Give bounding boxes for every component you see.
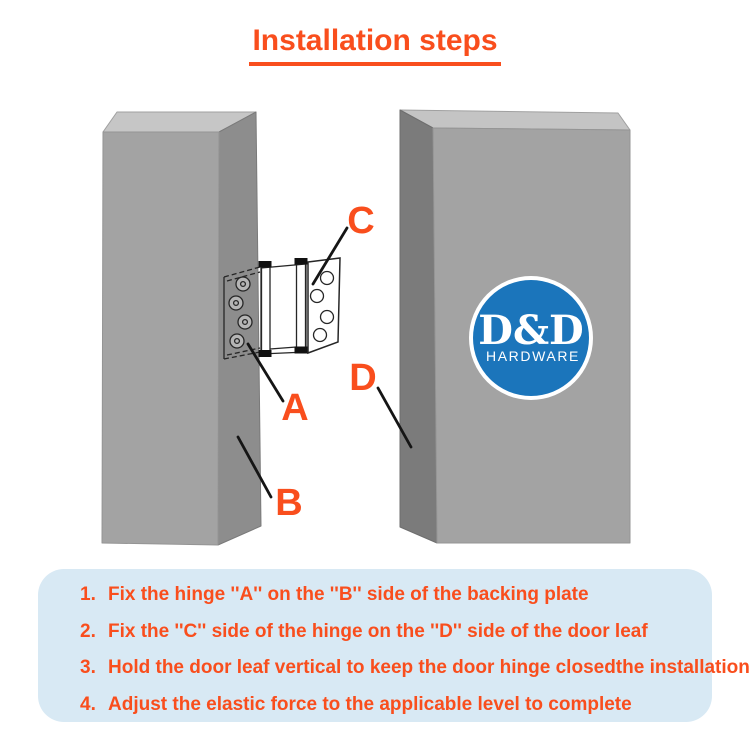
screw-hole-center xyxy=(239,280,247,288)
logo-text: D&D xyxy=(478,307,584,354)
left-block-front-face xyxy=(101,131,220,546)
label-b: B xyxy=(275,482,302,524)
knuckle-cap xyxy=(294,258,308,265)
screw-hole-center xyxy=(233,337,241,345)
screw-holes-left xyxy=(228,276,253,349)
step-text: Adjust the elastic force to the applicab… xyxy=(108,693,632,715)
logo-blue-disc xyxy=(473,280,589,396)
barrel-body xyxy=(260,263,307,355)
step-item-1: 1. Fix the hinge ''A'' on the ''B'' side… xyxy=(80,583,698,607)
leader-line-d xyxy=(376,386,413,449)
leader-line-b xyxy=(236,435,273,499)
step-text: Fix the ''C'' side of the hinge on the '… xyxy=(108,620,648,642)
label-d: D xyxy=(349,357,376,399)
hinge-barrel xyxy=(258,258,308,357)
knuckle-cap xyxy=(294,346,308,354)
leader-lines xyxy=(236,226,413,499)
dd-hardware-logo: D&D HARDWARE xyxy=(469,276,593,400)
part-labels: C A B D xyxy=(275,200,376,524)
label-c: C xyxy=(347,200,374,242)
right-block-top-face xyxy=(399,109,631,131)
leader-line-c xyxy=(311,226,349,286)
knuckle-cap xyxy=(258,350,272,357)
screw-hole xyxy=(237,314,253,330)
step-number: 3. xyxy=(80,657,96,678)
step-item-3: 3. Hold the door leaf vertical to keep t… xyxy=(80,656,750,680)
screw-hole-center xyxy=(232,299,240,307)
step-item-2: 2. Fix the ''C'' side of the hinge on th… xyxy=(80,620,698,644)
instructions-panel: 1. Fix the hinge ''A'' on the ''B'' side… xyxy=(38,569,750,722)
step-number: 4. xyxy=(80,693,96,715)
knuckle-cap xyxy=(258,261,272,268)
leader-line-a xyxy=(246,342,285,403)
screw-hole xyxy=(309,288,325,304)
logo-subtext: HARDWARE xyxy=(486,348,580,364)
screw-hole xyxy=(319,270,335,286)
step-item-4: 4. Adjust the elastic force to the appli… xyxy=(80,693,698,717)
label-a: A xyxy=(281,387,308,429)
hinge-left-plate xyxy=(223,266,261,360)
step-text: Hold the door leaf vertical to keep the … xyxy=(108,657,750,678)
screw-hole xyxy=(229,333,245,349)
step-text: Fix the hinge ''A'' on the ''B'' side of… xyxy=(108,584,589,605)
screw-hole xyxy=(319,309,335,325)
hinge-right-plate xyxy=(307,257,341,355)
step-number: 2. xyxy=(80,620,96,642)
page-header: Installation steps xyxy=(0,24,750,66)
screw-hole-center xyxy=(241,318,249,326)
left-block xyxy=(101,111,262,546)
screw-hole xyxy=(312,327,328,343)
screw-hole xyxy=(228,295,244,311)
screw-hole xyxy=(235,276,251,292)
step-number: 1. xyxy=(80,584,96,605)
right-block-side-face xyxy=(399,109,438,544)
page-title: Installation steps xyxy=(249,24,501,66)
